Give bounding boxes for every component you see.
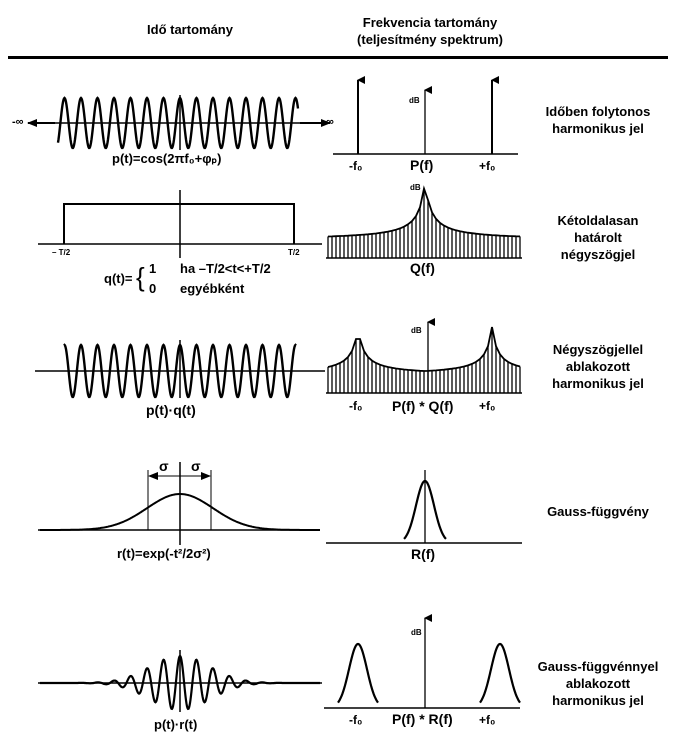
- row5-freq-neg-label: -f₀: [349, 713, 363, 727]
- row3-spectrum-envelope: [327, 326, 521, 372]
- row2-time-graph: [38, 190, 322, 258]
- row5-db-label: dB: [411, 628, 422, 637]
- row1-time-graph: [27, 95, 331, 150]
- row4-time-graph: [38, 462, 320, 545]
- row2-db-label: dB: [410, 183, 421, 192]
- row2-description-line1: Kétoldalasan: [557, 213, 639, 228]
- freq-domain-header: Frekvencia tartomány (teljesítmény spekt…: [330, 14, 530, 48]
- row2-case2-cond: egyébként: [180, 281, 245, 296]
- row2-description-line2: határolt: [574, 230, 622, 245]
- time-domain-header: Idő tartomány: [147, 22, 233, 37]
- row4-time-formula: r(t)=exp(-t²/2σ²): [117, 546, 211, 561]
- row2-case2-value: 0: [149, 281, 157, 296]
- row1-db-label: dB: [409, 96, 420, 105]
- row1-freq-center-label: P(f): [410, 157, 434, 173]
- row4-description: Gauss-függvény: [528, 503, 668, 520]
- row5-time-graph: [38, 650, 322, 712]
- row5-freq-graph: [324, 614, 521, 709]
- row3-description-line1: Négyszögjellel: [552, 342, 644, 357]
- freq-domain-header-line1: Frekvencia tartomány: [362, 15, 498, 30]
- row2-spectrum-envelope: [327, 185, 521, 238]
- row1-time-formula: p(t)=cos(2πf₀+φₚ): [112, 151, 222, 166]
- row3-description: Négyszögjellel ablakozott harmonikus jel: [528, 341, 668, 392]
- row2-brace: {: [136, 262, 145, 292]
- row5-time-formula: p(t)·r(t): [154, 717, 198, 732]
- row5-freq-center-label: P(f) * R(f): [392, 711, 453, 727]
- row1-description: Időben folytonos harmonikus jel: [528, 103, 668, 137]
- row1-cosine-wave: [56, 96, 300, 150]
- row3-description-line2: ablakozott: [565, 359, 631, 374]
- row2-description: Kétoldalasan határolt négyszögjel: [528, 212, 668, 263]
- row2-freq-graph: [326, 185, 522, 259]
- row3-time-formula: p(t)·q(t): [146, 402, 196, 418]
- row5-freq-gauss-neg: [337, 642, 379, 704]
- row5-description-line1: Gauss-függvénnyel: [537, 659, 659, 674]
- row3-description-line3: harmonikus jel: [552, 376, 644, 391]
- row4-freq-center-label: R(f): [411, 546, 436, 562]
- row4-gauss-curve: [40, 493, 320, 531]
- row3-freq-neg-label: -f₀: [349, 399, 363, 413]
- row2-description-line3: négyszögjel: [560, 247, 636, 262]
- row2-tick-neg-label: – T/2: [52, 248, 71, 257]
- row1-freq-neg-label: -f₀: [349, 159, 363, 173]
- row3-freq-center-label: P(f) * Q(f): [392, 398, 454, 414]
- row5-freq-pos-label: +f₀: [479, 713, 496, 727]
- header-divider: [8, 56, 668, 59]
- row4-sigma-left-label: σ: [159, 458, 169, 474]
- row5-description-line2: ablakozott: [565, 676, 631, 691]
- row1-pos-inf-label: ∞: [326, 116, 334, 128]
- row1-freq-graph: [333, 76, 518, 155]
- row4-freq-graph: [326, 470, 522, 544]
- row2-freq-center-label: Q(f): [410, 260, 435, 276]
- row3-freq-graph: [326, 318, 522, 394]
- row5-freq-gauss-pos: [479, 642, 521, 704]
- row3-freq-pos-label: +f₀: [479, 399, 496, 413]
- row3-spectrum-lines: [327, 327, 521, 393]
- row5-description: Gauss-függvénnyel ablakozott harmonikus …: [528, 658, 668, 709]
- row1-neg-inf-label: -∞: [12, 116, 24, 128]
- row2-case1-cond: ha –T/2<t<+T/2: [180, 261, 271, 276]
- row3-db-label: dB: [411, 326, 422, 335]
- row4-description-line1: Gauss-függvény: [547, 504, 649, 519]
- freq-domain-header-line2: (teljesítmény spektrum): [357, 32, 503, 47]
- row4-freq-gauss: [403, 479, 447, 540]
- row3-time-graph: [35, 340, 325, 399]
- row2-time-formula-prefix: q(t)=: [104, 271, 133, 286]
- row1-freq-pos-label: +f₀: [479, 159, 496, 173]
- row1-description-line2: harmonikus jel: [552, 121, 644, 136]
- row2-spectrum-lines: [327, 188, 521, 258]
- row1-description-line1: Időben folytonos: [545, 104, 651, 119]
- row5-gauss-windowed-wave: [40, 654, 320, 711]
- row2-rect-pulse: [63, 203, 295, 244]
- row4-sigma-right-label: σ: [191, 458, 201, 474]
- row3-windowed-wave: [63, 343, 297, 399]
- row2-case1-value: 1: [149, 261, 157, 276]
- row5-description-line3: harmonikus jel: [552, 693, 644, 708]
- row2-tick-pos-label: T/2: [288, 248, 300, 257]
